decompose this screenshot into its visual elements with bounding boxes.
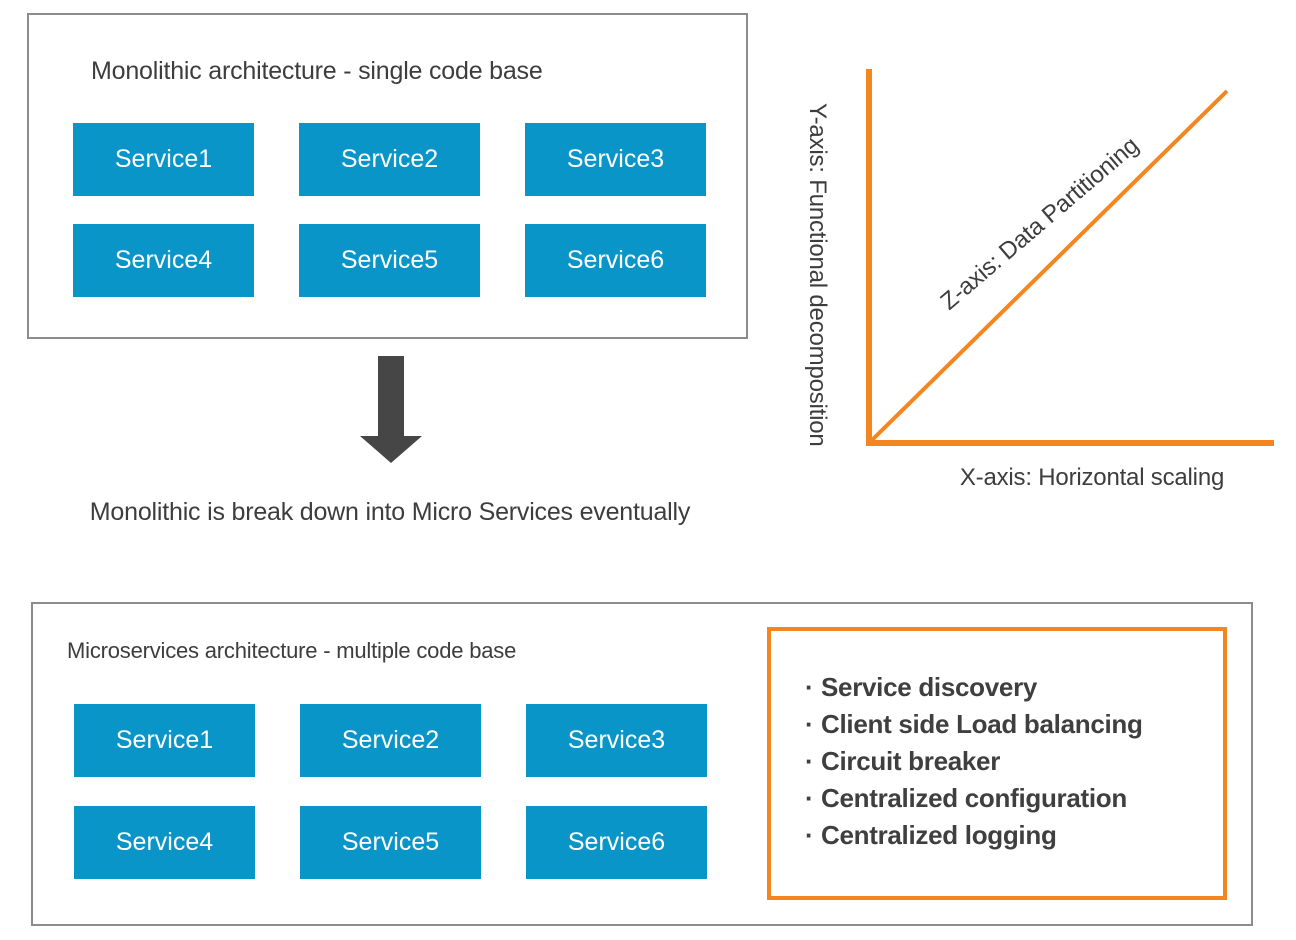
z-axis-line [867, 89, 1229, 445]
transition-caption: Monolithic is break down into Micro Serv… [89, 498, 691, 526]
service-box[interactable]: Service6 [525, 224, 706, 297]
service-box[interactable]: Service3 [526, 704, 707, 777]
microservices-service-grid: Service1 Service2 Service3 Service4 Serv… [74, 704, 708, 879]
list-item: ·Circuit breaker [805, 743, 1143, 780]
list-item: ·Centralized logging [805, 817, 1143, 854]
service-box[interactable]: Service4 [74, 806, 255, 879]
bullet-icon: · [805, 783, 814, 813]
bullet-icon: · [805, 820, 814, 850]
bullet-icon: · [805, 709, 814, 739]
monolithic-service-grid: Service1 Service2 Service3 Service4 Serv… [73, 123, 707, 297]
feature-label: Circuit breaker [821, 746, 1001, 776]
microservices-features-box: ·Service discovery ·Client side Load bal… [767, 627, 1227, 900]
monolithic-panel-title: Monolithic architecture - single code ba… [91, 57, 543, 85]
service-box[interactable]: Service2 [299, 123, 480, 196]
feature-label: Service discovery [821, 672, 1038, 702]
list-item: ·Service discovery [805, 669, 1143, 706]
service-box[interactable]: Service2 [300, 704, 481, 777]
service-box[interactable]: Service4 [73, 224, 254, 297]
feature-label: Centralized logging [821, 820, 1057, 850]
down-arrow-icon [359, 356, 423, 464]
bullet-icon: · [805, 672, 814, 702]
feature-label: Centralized configuration [821, 783, 1127, 813]
service-box[interactable]: Service1 [73, 123, 254, 196]
scale-cube-axes-diagram: Y-axis: Functional decomposition X-axis:… [800, 20, 1296, 520]
bullet-icon: · [805, 746, 814, 776]
microservices-panel-title: Microservices architecture - multiple co… [67, 638, 517, 663]
x-axis-label: X-axis: Horizontal scaling [959, 464, 1225, 491]
monolithic-architecture-panel: Monolithic architecture - single code ba… [27, 13, 748, 339]
service-box[interactable]: Service5 [299, 224, 480, 297]
list-item: ·Client side Load balancing [805, 706, 1143, 743]
features-list: ·Service discovery ·Client side Load bal… [805, 669, 1143, 854]
service-box[interactable]: Service1 [74, 704, 255, 777]
feature-label: Client side Load balancing [821, 709, 1143, 739]
y-axis-label: Y-axis: Functional decomposition [804, 103, 831, 447]
service-box[interactable]: Service3 [525, 123, 706, 196]
list-item: ·Centralized configuration [805, 780, 1143, 817]
service-box[interactable]: Service6 [526, 806, 707, 879]
service-box[interactable]: Service5 [300, 806, 481, 879]
